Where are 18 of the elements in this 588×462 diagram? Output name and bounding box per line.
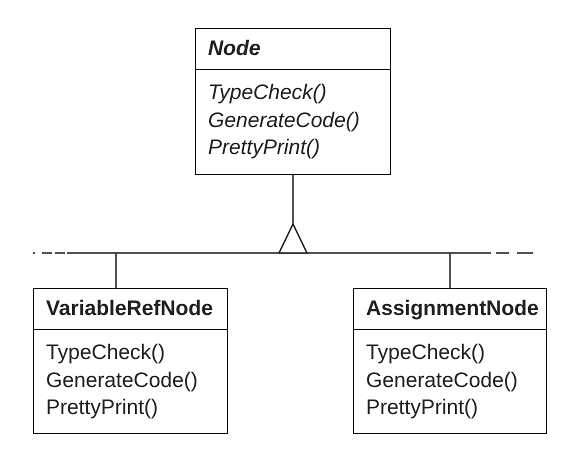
- class-box: [195, 28, 391, 175]
- class-box: [33, 288, 228, 434]
- method-name: TypeCheck(): [46, 340, 166, 366]
- method-name: GenerateCode(): [366, 368, 518, 394]
- class-name: Node: [208, 37, 260, 61]
- method-name: GenerateCode(): [208, 108, 360, 134]
- method-name: TypeCheck(): [366, 340, 486, 366]
- class-box: [353, 288, 547, 434]
- method-name: GenerateCode(): [46, 368, 198, 394]
- class-name: AssignmentNode: [366, 297, 539, 321]
- method-name: PrettyPrint(): [208, 135, 320, 161]
- method-name: PrettyPrint(): [46, 395, 158, 421]
- connector-line: [449, 253, 451, 288]
- class-name: VariableRefNode: [46, 297, 213, 321]
- connector-line: [115, 253, 117, 288]
- method-name: PrettyPrint(): [366, 395, 478, 421]
- inheritance-arrow: [66, 174, 492, 254]
- method-name: TypeCheck(): [208, 80, 327, 106]
